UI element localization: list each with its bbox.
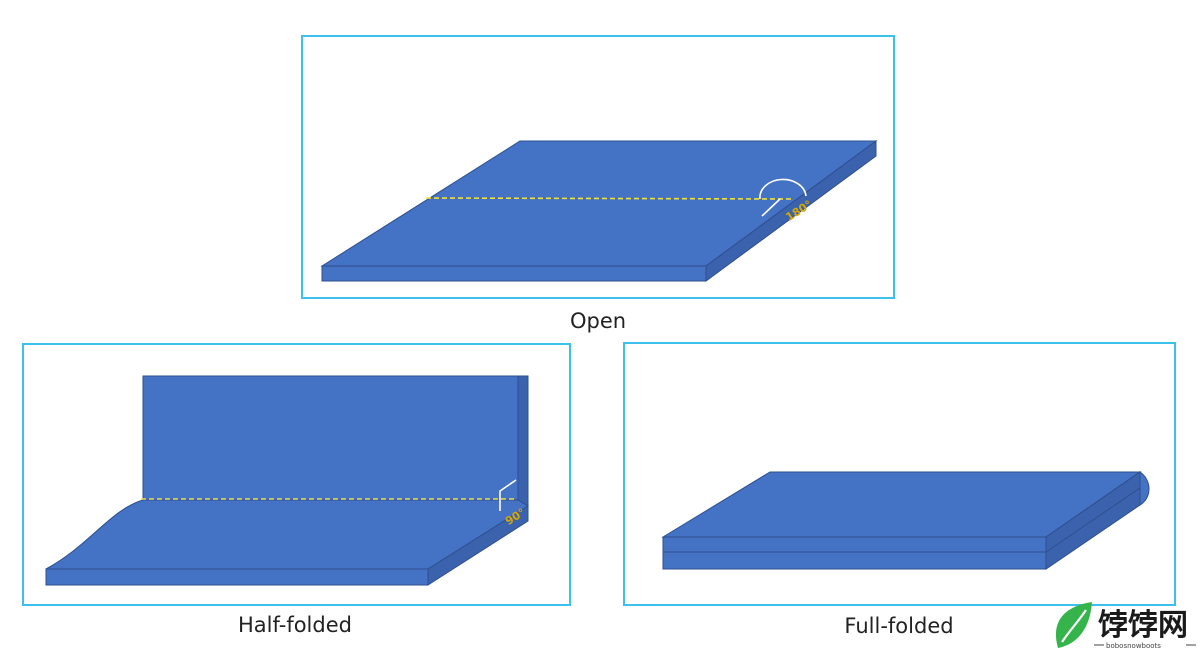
- half-folded-lower-half: [45, 499, 529, 570]
- open-angle-arc: [759, 178, 807, 200]
- full-folded-side-seam: [1045, 487, 1141, 553]
- half-folded-upper-side: [517, 375, 529, 507]
- full-folded-panel-frame: [623, 342, 1176, 606]
- open-angle-tick: [761, 198, 781, 217]
- open-panel-frame: [301, 35, 895, 299]
- half-folded-upper-half: [142, 375, 519, 501]
- half-folded-side-edge: [427, 505, 529, 586]
- open-caption: Open: [570, 309, 626, 333]
- half-folded-front-edge: [45, 568, 429, 586]
- full-folded-hinge: [1139, 471, 1150, 506]
- half-folded-caption: Half-folded: [238, 613, 352, 637]
- half-folded-panel-frame: [22, 343, 571, 606]
- leaf-icon: [1055, 602, 1092, 648]
- open-panel: 180°: [301, 35, 895, 299]
- half-folded-panel: 90°: [22, 343, 571, 606]
- open-fold-line: [425, 197, 793, 200]
- full-folded-caption: Full-folded: [844, 614, 953, 638]
- full-folded-upper-layer: [662, 536, 1047, 553]
- open-device-side-edge: [705, 140, 877, 282]
- watermark-subtitle: bobosnowboots: [1106, 642, 1161, 650]
- open-device-front-edge: [321, 265, 707, 282]
- half-folded-angle-mark: [499, 479, 517, 511]
- full-folded-lower-layer: [662, 551, 1047, 570]
- watermark-logo: 饽饽网 bobosnowboots: [1055, 602, 1196, 650]
- full-folded-panel: [623, 342, 1176, 606]
- watermark-title: 饽饽网: [1098, 608, 1188, 643]
